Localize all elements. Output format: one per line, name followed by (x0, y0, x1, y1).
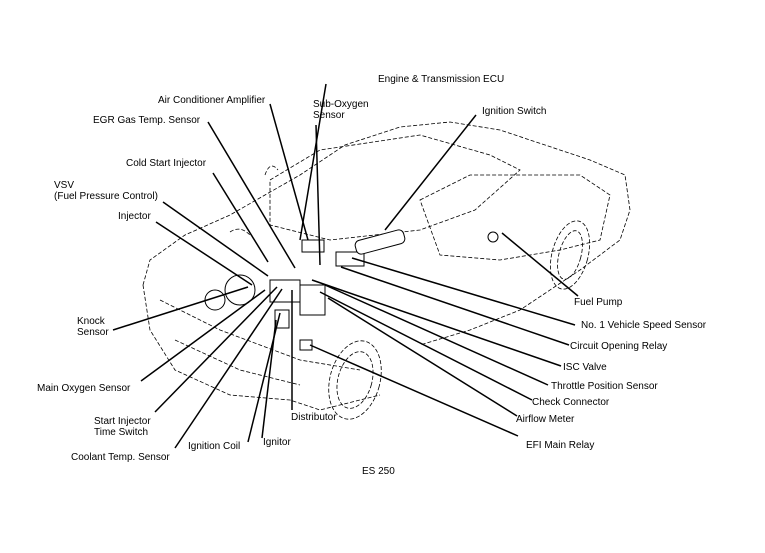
ac-amplifier-box (301, 239, 325, 253)
ecu-box (335, 251, 365, 267)
label-knock-sensor: Knock Sensor (77, 316, 109, 338)
label-engine-ecu: Engine & Transmission ECU (378, 74, 505, 85)
label-cold-start-injector: Cold Start Injector (126, 158, 207, 169)
label-ac-amplifier: Air Conditioner Amplifier (158, 95, 266, 106)
label-vehicle-speed-sensor: No. 1 Vehicle Speed Sensor (581, 320, 707, 331)
car-body-outline (142, 121, 631, 420)
label-egr-gas-temp-sensor: EGR Gas Temp. Sensor (93, 115, 201, 126)
label-sub-oxygen-sensor: Sub-Oxygen Sensor (313, 99, 369, 121)
label-distributor: Distributor (291, 412, 337, 423)
label-injector: Injector (118, 211, 151, 222)
label-coolant-temp-sensor: Coolant Temp. Sensor (71, 452, 170, 463)
label-throttle-position-sensor: Throttle Position Sensor (551, 381, 658, 392)
label-airflow-meter: Airflow Meter (516, 414, 575, 425)
label-isc-valve: ISC Valve (563, 362, 607, 373)
model-caption: ES 250 (362, 466, 395, 477)
label-main-oxygen-sensor: Main Oxygen Sensor (37, 383, 131, 394)
label-check-connector: Check Connector (532, 397, 610, 408)
label-vsv: VSV (Fuel Pressure Control) (54, 180, 158, 202)
engine-components (204, 229, 499, 351)
label-fuel-pump: Fuel Pump (574, 297, 623, 308)
label-ignitor: Ignitor (263, 437, 291, 448)
label-ignition-coil: Ignition Coil (188, 441, 241, 452)
label-circuit-opening-relay: Circuit Opening Relay (570, 341, 668, 352)
label-ignition-switch: Ignition Switch (482, 106, 547, 117)
label-efi-main-relay: EFI Main Relay (526, 440, 595, 451)
leader-lines (112, 83, 579, 449)
label-start-injector-time-switch: Start Injector Time Switch (94, 416, 151, 438)
